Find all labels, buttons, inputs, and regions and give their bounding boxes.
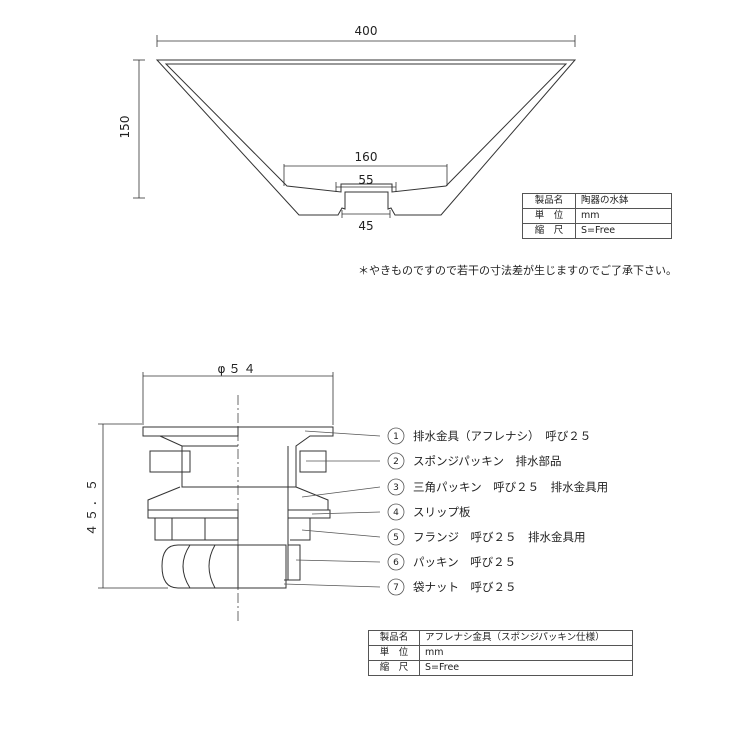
bowl-inner-surface bbox=[164, 63, 568, 193]
spec-label: 縮 尺 bbox=[368, 660, 420, 676]
drain-height-dimension: ４５．５ bbox=[85, 476, 99, 536]
drain-diameter-dimension: φ５４ bbox=[218, 362, 259, 376]
slip-plate-left bbox=[147, 509, 239, 519]
spec-value: 陶器の水鉢 bbox=[575, 193, 672, 209]
callout-4: 4 スリップ板 bbox=[387, 503, 471, 521]
callout-5: 5 フランジ 呼び２５ 排水金具用 bbox=[387, 528, 586, 546]
callout-1: 1 排水金具（アフレナシ） 呼び２５ bbox=[387, 427, 591, 445]
spec-label: 製品名 bbox=[522, 193, 576, 209]
drain-dimensions bbox=[98, 372, 334, 589]
drain-section-view bbox=[238, 426, 334, 589]
cap-nut-facets bbox=[182, 544, 216, 589]
cap-nut-left bbox=[161, 544, 239, 589]
callout-6: 6 パッキン 呼び２５ bbox=[387, 553, 516, 571]
drain-flange-section bbox=[238, 426, 334, 488]
flange-hex-lines bbox=[171, 518, 206, 540]
triangle-packing-left bbox=[147, 486, 238, 511]
part-callouts: 1 排水金具（アフレナシ） 呼び２５ 2 スポンジパッキン 排水部品 3 三角パ… bbox=[387, 427, 608, 596]
svg-text:パッキン 呼び２５: パッキン 呼び２５ bbox=[413, 555, 516, 569]
bowl-outlet-top-dimension: 55 bbox=[358, 173, 373, 187]
bowl-note: ＊やきものですので若干の寸法差が生じますのでご了承下さい。 bbox=[358, 263, 677, 277]
flange-nut-left bbox=[154, 517, 239, 541]
table-row: 製品名陶器の水鉢 bbox=[522, 193, 672, 209]
spec-value: アフレナシ金具（スポンジパッキン仕様） bbox=[419, 630, 633, 646]
spec-label: 単 位 bbox=[522, 208, 576, 224]
cap-nut-section bbox=[238, 544, 287, 589]
svg-text:7: 7 bbox=[393, 583, 399, 593]
bowl-width-dimension: 400 bbox=[355, 24, 378, 38]
drain-flange-cone bbox=[159, 435, 238, 447]
spec-label: 縮 尺 bbox=[522, 223, 576, 239]
spec-label: 製品名 bbox=[368, 630, 420, 646]
svg-text:スポンジパッキン 排水部品: スポンジパッキン 排水部品 bbox=[413, 454, 561, 468]
sponge-packing-left bbox=[149, 450, 191, 473]
drain-exterior-view bbox=[142, 426, 239, 589]
drain-body-upper bbox=[181, 446, 238, 488]
callout-2: 2 スポンジパッキン 排水部品 bbox=[387, 452, 561, 470]
svg-text:2: 2 bbox=[393, 457, 399, 467]
drain-flange-top bbox=[142, 426, 239, 437]
bowl-outline bbox=[155, 59, 577, 216]
svg-text:5: 5 bbox=[393, 533, 399, 543]
flange-section bbox=[290, 517, 311, 541]
spec-value: S=Free bbox=[575, 223, 672, 239]
svg-text:3: 3 bbox=[393, 483, 399, 493]
svg-text:三角パッキン 呼び２５ 排水金具用: 三角パッキン 呼び２５ 排水金具用 bbox=[413, 480, 608, 494]
svg-text:フランジ 呼び２５ 排水金具用: フランジ 呼び２５ 排水金具用 bbox=[413, 530, 586, 544]
svg-text:4: 4 bbox=[393, 508, 399, 518]
table-row: 製品名アフレナシ金具（スポンジパッキン仕様） bbox=[368, 630, 633, 646]
bowl-height-dimension: 150 bbox=[118, 116, 132, 139]
svg-text:6: 6 bbox=[393, 558, 399, 568]
callout-7: 7 袋ナット 呼び２５ bbox=[387, 578, 517, 596]
bowl-bottom-dimension: 160 bbox=[355, 150, 378, 164]
svg-text:排水金具（アフレナシ） 呼び２５: 排水金具（アフレナシ） 呼び２５ bbox=[413, 429, 591, 443]
bowl-section-drawing bbox=[155, 59, 577, 216]
svg-text:袋ナット 呼び２５: 袋ナット 呼び２５ bbox=[413, 580, 517, 594]
svg-text:1: 1 bbox=[393, 432, 399, 442]
callout-3: 3 三角パッキン 呼び２５ 排水金具用 bbox=[387, 478, 608, 496]
triangle-packing-right bbox=[295, 486, 329, 511]
spec-label: 単 位 bbox=[368, 645, 420, 661]
inner-tube bbox=[284, 446, 289, 581]
spec-value: mm bbox=[419, 645, 633, 661]
bowl-dimensions bbox=[133, 35, 576, 218]
svg-text:スリップ板: スリップ板 bbox=[413, 505, 471, 519]
spec-value: mm bbox=[575, 208, 672, 224]
spec-value: S=Free bbox=[419, 660, 633, 676]
packing-section bbox=[288, 544, 301, 581]
bowl-outlet-bottom-dimension: 45 bbox=[358, 219, 373, 233]
sponge-packing-right bbox=[299, 450, 327, 473]
callout-leaders bbox=[283, 430, 381, 588]
